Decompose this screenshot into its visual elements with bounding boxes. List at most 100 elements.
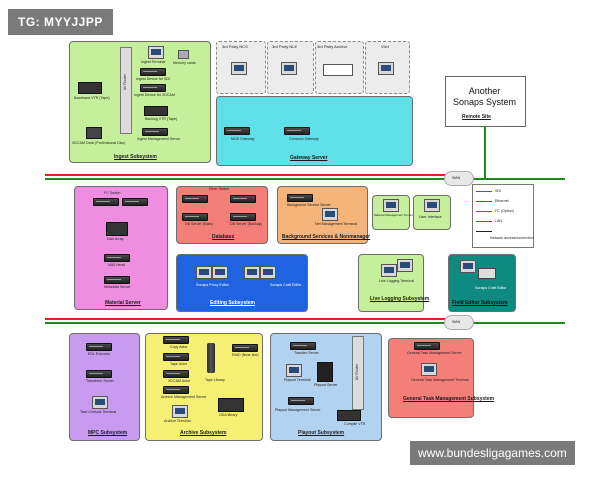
fc-switch-a	[93, 198, 119, 206]
archive-3rd-label: 3rd Party Archive	[317, 44, 348, 49]
disk-array-icon	[106, 222, 128, 236]
user-interface-monitor	[424, 199, 440, 212]
legend-line-3	[476, 221, 492, 222]
field-editor-monitor	[460, 260, 476, 273]
archive-3rd-icon	[323, 64, 353, 76]
vizrt-label: Vizrt	[381, 44, 389, 49]
gateway-title: Gateway Server	[290, 155, 328, 161]
memory-cards-icon	[178, 50, 189, 59]
db-server-main	[182, 213, 208, 221]
mpc-item-2: Task Console Terminal	[80, 410, 117, 414]
field-editor-laptop	[478, 268, 496, 279]
edl-executor-server	[86, 343, 112, 351]
ingest-terminal-monitor	[148, 46, 164, 59]
archive-management-server	[163, 386, 189, 394]
ingest-item-3: Baseband VTR (Tape)	[74, 96, 110, 100]
nas-head-server	[104, 254, 130, 262]
source-badge: TG: MYYJJPP	[8, 9, 113, 35]
archive-item-6: RAID (Near-line)	[232, 353, 259, 357]
archive-item-7: ODA library	[219, 413, 238, 417]
vizrt-monitor	[378, 62, 394, 75]
mos-gateway-server	[224, 127, 250, 135]
legend-line-0	[476, 191, 492, 192]
db-server-backup	[230, 213, 256, 221]
backbone-red-top	[45, 174, 455, 176]
raid-nearline-server	[232, 344, 258, 352]
background-item-1: Net Management Terminal	[315, 222, 358, 226]
general-item-1: General Task Management Terminal	[411, 378, 469, 382]
mpc-box	[69, 333, 140, 441]
ingest-management-server	[142, 128, 168, 136]
another-link[interactable]: Remote Site	[462, 114, 491, 120]
backbone-green-mid	[45, 322, 565, 324]
live-logging-monitor-b	[397, 259, 413, 272]
another-system-box	[445, 76, 526, 127]
legend-item-3: LAN	[495, 219, 502, 223]
wan-cloud-top	[444, 171, 474, 186]
material-item-3: Metadata Server	[104, 285, 131, 289]
copy-actor-server	[163, 336, 189, 344]
transform-server	[86, 370, 112, 378]
ingest-title: Ingest Subsystem	[114, 154, 157, 160]
wan-label-mid: WAN	[452, 320, 461, 324]
legend-item-4: Network access/connection	[490, 236, 534, 240]
archive-item-2: XDCAM Actor	[168, 379, 191, 383]
playout-terminal-monitor	[286, 364, 302, 377]
tape-actor-server	[163, 353, 189, 361]
backlog-vtr-icon	[144, 106, 168, 116]
legend-line-4	[476, 231, 492, 232]
editing-item-1: Sonaps Craft Editor	[270, 283, 302, 287]
archive-item-1: Tape Actor	[170, 362, 187, 366]
archive-item-5: Tape Library	[205, 378, 225, 382]
live-title: Live Logging Subsystem	[370, 296, 430, 302]
backbone-red-mid	[45, 318, 455, 320]
database-item-0: Ether Switch	[209, 187, 230, 191]
another-line2: Sonaps System	[452, 97, 517, 107]
mpc-item-1: Transform Server	[86, 379, 114, 383]
metadata-server	[104, 276, 130, 284]
material-box	[74, 186, 168, 310]
wan-label-top: WAN	[452, 176, 461, 180]
mpc-title: MPC Subsystem	[88, 430, 128, 436]
material-item-1: Disk Array	[107, 237, 124, 241]
database-title: Database	[212, 234, 235, 240]
ingest-item-4: Ingest Device for XDCAM	[134, 93, 175, 97]
net-management-monitor	[322, 208, 338, 221]
small-right-item-0: Material Management Terminal	[374, 213, 416, 217]
wan-cloud-mid	[444, 315, 474, 330]
baseband-vtr-icon	[78, 82, 102, 94]
ingest-xdcam-server	[140, 84, 166, 92]
editing-box	[176, 254, 308, 312]
general-task-monitor	[421, 363, 437, 376]
material-item-0: FC Switch	[104, 191, 121, 195]
background-service-server	[287, 194, 313, 202]
proxy-editor-monitor-a	[196, 266, 212, 279]
general-item-0: General Task Management Server	[407, 351, 462, 355]
compile-vtr-icon	[337, 410, 361, 421]
legend-line-1	[476, 201, 492, 202]
archive-item-3: Archive Management Server	[161, 395, 207, 399]
ingest-item-6: Ingest Management Server	[137, 137, 181, 141]
task-console-monitor	[92, 396, 108, 409]
ether-switch-a	[182, 195, 208, 203]
backbone-green-top	[45, 178, 565, 180]
playout-item-0: Transfer Server	[294, 351, 319, 355]
general-task-server	[414, 342, 440, 350]
background-title: Background Services & Nonmanager	[282, 234, 371, 240]
database-item-1: DB Server (Main)	[185, 222, 213, 226]
editing-title: Editing Subsystem	[210, 300, 256, 306]
general-title: General Task Management Subsystem	[403, 396, 495, 402]
live-logging-box	[358, 254, 424, 312]
craft-editor-monitor-b	[260, 266, 276, 279]
general-box	[388, 338, 474, 418]
legend-box	[472, 184, 534, 248]
small-right-item-1: User Interface	[419, 215, 442, 219]
material-item-2: NAS Head	[108, 263, 125, 267]
legend-item-1: Ethernet	[495, 199, 509, 203]
archive-title: Archive Subsystem	[180, 430, 227, 436]
playout-server-icon	[317, 362, 333, 382]
legend-item-2: FC (Option)	[495, 209, 514, 213]
nle-monitor	[281, 62, 297, 75]
material-mgmt-monitor	[383, 199, 399, 212]
playout-management-server	[288, 397, 314, 405]
